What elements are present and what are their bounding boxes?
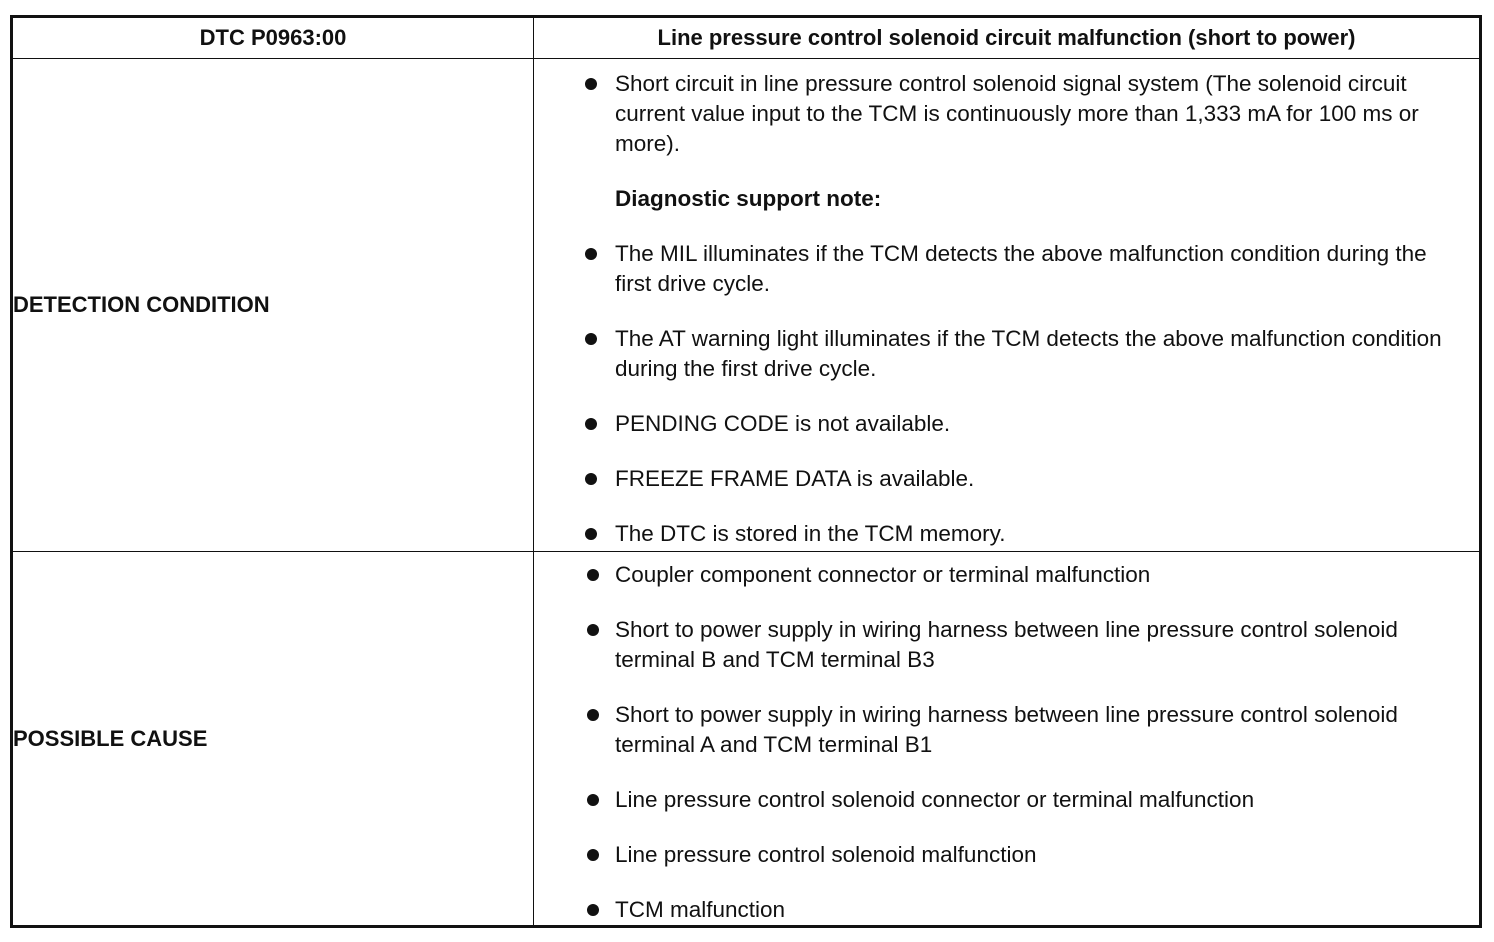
- header-row: DTC P0963:00 Line pressure control solen…: [11, 16, 1481, 59]
- list-item: PENDING CODE is not available.: [534, 409, 1479, 439]
- dtc-code: DTC P0963:00: [11, 16, 534, 59]
- list-item: FREEZE FRAME DATA is available.: [534, 464, 1479, 494]
- list-item: Short circuit in line pressure control s…: [534, 69, 1479, 159]
- bullet-icon: [585, 528, 597, 540]
- list-item: The AT warning light illuminates if the …: [534, 324, 1479, 384]
- bullet-icon: [585, 78, 597, 90]
- bullet-icon: [585, 333, 597, 345]
- bullet-icon: [587, 904, 599, 916]
- bullet-icon: [585, 473, 597, 485]
- cause-label: POSSIBLE CAUSE: [11, 551, 534, 927]
- list-item: Line pressure control solenoid malfuncti…: [534, 840, 1479, 870]
- bullet-icon: [587, 624, 599, 636]
- dtc-description: Line pressure control solenoid circuit m…: [533, 16, 1481, 59]
- dtc-table: DTC P0963:00 Line pressure control solen…: [10, 15, 1482, 928]
- list-item: Short to power supply in wiring harness …: [534, 700, 1479, 760]
- cause-content: Coupler component connector or terminal …: [533, 551, 1481, 927]
- bullet-icon: [587, 849, 599, 861]
- detection-list: Short circuit in line pressure control s…: [534, 59, 1479, 551]
- list-item: Short to power supply in wiring harness …: [534, 615, 1479, 675]
- detection-label: DETECTION CONDITION: [11, 58, 534, 552]
- list-item: The DTC is stored in the TCM memory.: [534, 519, 1479, 549]
- list-item: Line pressure control solenoid connector…: [534, 785, 1479, 815]
- list-item: The MIL illuminates if the TCM detects t…: [534, 239, 1479, 299]
- bullet-icon: [587, 569, 599, 581]
- detection-row: DETECTION CONDITION Short circuit in lin…: [11, 58, 1481, 552]
- cause-list: Coupler component connector or terminal …: [534, 552, 1479, 925]
- list-item: TCM malfunction: [534, 895, 1479, 925]
- bullet-icon: [587, 794, 599, 806]
- list-item: Coupler component connector or terminal …: [534, 560, 1479, 590]
- bullet-icon: [585, 248, 597, 260]
- detection-content: Short circuit in line pressure control s…: [533, 58, 1481, 552]
- bullet-icon: [585, 418, 597, 430]
- bullet-icon: [587, 709, 599, 721]
- cause-row: POSSIBLE CAUSE Coupler component connect…: [11, 551, 1481, 927]
- diagnostic-note-heading: Diagnostic support note:: [615, 186, 882, 211]
